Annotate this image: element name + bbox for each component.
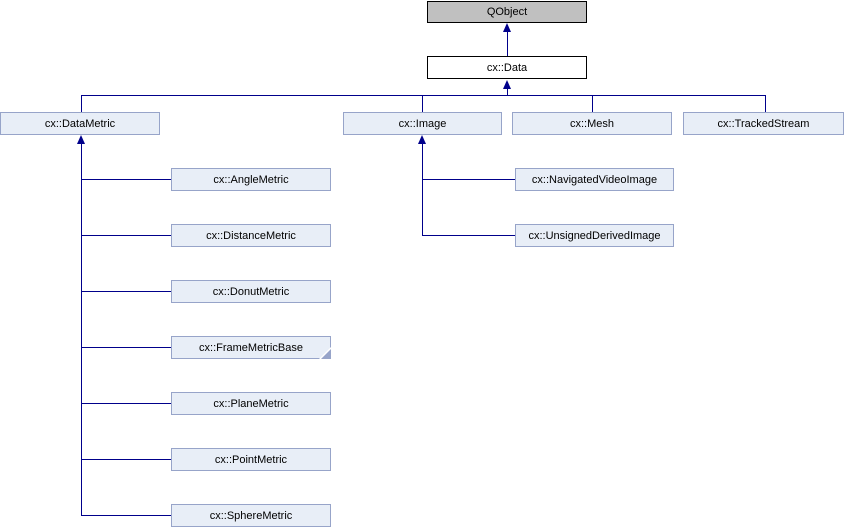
truncation-fold-icon xyxy=(321,349,331,359)
edge-branch-pointmetric xyxy=(81,459,171,460)
inheritance-arrowhead-datametric xyxy=(77,135,85,144)
node-cx-trackedstream[interactable]: cx::TrackedStream xyxy=(683,112,844,135)
edge-bus-riser xyxy=(507,87,508,96)
node-cx-distancemetric[interactable]: cx::DistanceMetric xyxy=(171,224,331,247)
inheritance-arrowhead-data xyxy=(503,80,511,89)
edge-branch-navigatedvideoimage xyxy=(422,179,515,180)
edge-branch-distancemetric xyxy=(81,235,171,236)
node-cx-mesh[interactable]: cx::Mesh xyxy=(512,112,672,135)
edge-branch-anglemetric xyxy=(81,179,171,180)
node-cx-anglemetric[interactable]: cx::AngleMetric xyxy=(171,168,331,191)
inheritance-arrowhead-qobject xyxy=(503,23,511,32)
node-cx-data[interactable]: cx::Data xyxy=(427,56,587,79)
edge-branch-framemetricbase xyxy=(81,347,171,348)
edge-branch-planemetric xyxy=(81,403,171,404)
node-cx-pointmetric[interactable]: cx::PointMetric xyxy=(171,448,331,471)
node-qobject: QObject xyxy=(427,1,587,23)
node-cx-donutmetric[interactable]: cx::DonutMetric xyxy=(171,280,331,303)
edge-stub-trackedstream xyxy=(765,95,766,112)
node-cx-framemetricbase[interactable]: cx::FrameMetricBase xyxy=(171,336,331,359)
edge-stub-mesh xyxy=(592,95,593,112)
node-cx-framemetricbase-label: cx::FrameMetricBase xyxy=(199,341,303,354)
node-cx-navigatedvideoimage[interactable]: cx::NavigatedVideoImage xyxy=(515,168,674,191)
edge-trunk-datametric xyxy=(81,142,82,516)
node-cx-datametric[interactable]: cx::DataMetric xyxy=(0,112,160,135)
edge-stub-datametric xyxy=(81,95,82,112)
node-cx-unsignedderivedimage[interactable]: cx::UnsignedDerivedImage xyxy=(515,224,674,247)
edge-bus-horizontal xyxy=(81,95,766,96)
edge-stub-image xyxy=(422,95,423,112)
edge-data-qobject xyxy=(507,30,508,56)
node-cx-spheremetric[interactable]: cx::SphereMetric xyxy=(171,504,331,527)
node-cx-image[interactable]: cx::Image xyxy=(343,112,502,135)
inheritance-arrowhead-image xyxy=(418,135,426,144)
edge-branch-unsignedderivedimage xyxy=(422,235,515,236)
edge-branch-spheremetric xyxy=(81,515,171,516)
edge-branch-donutmetric xyxy=(81,291,171,292)
edge-trunk-image xyxy=(422,142,423,236)
node-cx-planemetric[interactable]: cx::PlaneMetric xyxy=(171,392,331,415)
